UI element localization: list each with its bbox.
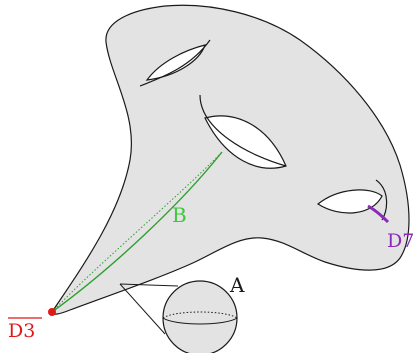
curve-b-back [51, 151, 223, 313]
inset-equator-back [162, 311, 238, 319]
hole-middle-fold [199, 94, 287, 167]
label-a: A [229, 273, 245, 297]
hole-upper [145, 44, 206, 81]
inset-equator-front [162, 317, 238, 325]
curve-d7 [367, 204, 390, 224]
inset-sphere [162, 280, 238, 353]
curve-b-front [51, 151, 223, 313]
hole-lower [316, 189, 383, 214]
surface-body [51, 4, 410, 315]
hole-upper-fold [139, 39, 211, 87]
zoom-line-bottom [119, 283, 166, 335]
label-d3: D3 [8, 320, 35, 342]
point-d3 [48, 308, 56, 316]
zoom-line-top [119, 283, 179, 287]
label-d7: D7 [387, 230, 414, 252]
label-b: B [172, 203, 187, 227]
